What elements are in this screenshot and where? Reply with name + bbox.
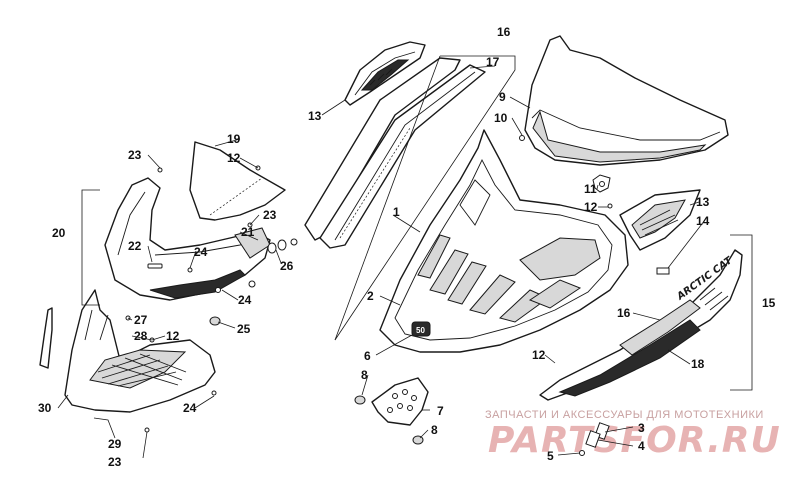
hood-badge-text: 50	[416, 326, 425, 335]
callout-25: 25	[237, 322, 251, 336]
callout-17: 17	[486, 55, 500, 69]
part-9-windshield	[519, 35, 729, 166]
callout-26: 26	[280, 259, 294, 273]
part-16-17-trim-strips	[304, 57, 486, 249]
part-26-hardware	[267, 238, 298, 254]
callout-3: 3	[638, 421, 645, 435]
part-29-lower-nose	[64, 289, 217, 433]
part-13-lower-vent	[619, 189, 701, 251]
callout-13a: 13	[308, 109, 322, 123]
callout-16a: 16	[497, 25, 511, 39]
callout-11: 11	[584, 182, 597, 196]
callout-21: 21	[241, 225, 255, 239]
callout-24c: 24	[183, 401, 197, 415]
callout-29: 29	[108, 437, 122, 451]
callout-19: 19	[227, 132, 241, 146]
part-19-shield	[189, 141, 286, 221]
callout-16b: 16	[617, 306, 631, 320]
callout-8b: 8	[431, 423, 438, 437]
callout-13b: 13	[696, 195, 710, 209]
part-25-hardware	[209, 280, 256, 326]
callouts: 1 2 3 4 5 6 7 8 8 9 10 11 12 12 12 12 13…	[38, 25, 776, 469]
callout-6: 6	[364, 349, 371, 363]
callout-22: 22	[128, 239, 142, 253]
callout-18: 18	[691, 357, 705, 371]
callout-30: 30	[38, 401, 52, 415]
callout-10: 10	[494, 111, 508, 125]
part-14-clip	[656, 267, 670, 275]
callout-2: 2	[367, 289, 374, 303]
part-7-skid-plate	[371, 377, 429, 426]
callout-28: 28	[134, 329, 148, 343]
callout-12b: 12	[584, 200, 598, 214]
part-13-upper-vent	[344, 41, 426, 106]
callout-27: 27	[134, 313, 148, 327]
callout-24a: 24	[194, 245, 208, 259]
callout-4: 4	[638, 439, 645, 453]
group-brackets	[81, 55, 753, 391]
callout-12c: 12	[532, 348, 546, 362]
part-3-4-5-hardware	[579, 422, 610, 456]
callout-14: 14	[696, 214, 710, 228]
callout-7: 7	[437, 404, 444, 418]
watermark-tagline: ЗАПЧАСТИ И АКСЕССУАРЫ ДЛЯ МОТОТЕХНИКИ	[485, 409, 764, 421]
callout-9: 9	[499, 90, 506, 104]
callout-5: 5	[547, 449, 554, 463]
part-30-strip	[39, 307, 53, 369]
leader-lines	[57, 65, 706, 459]
callout-8a: 8	[361, 368, 368, 382]
callout-23a: 23	[128, 148, 142, 162]
watermark: ЗАПЧАСТИ И АКСЕССУАРЫ ДЛЯ МОТОТЕХНИКИ PA…	[485, 409, 781, 461]
part-1-2-hood: 50	[379, 129, 629, 353]
callout-23c: 23	[108, 455, 122, 469]
callout-12d: 12	[166, 329, 180, 343]
callout-24b: 24	[238, 293, 252, 307]
callout-15: 15	[762, 296, 776, 310]
watermark-logo: PARTSFOR.RU	[488, 420, 781, 461]
callout-20: 20	[52, 226, 66, 240]
hood-badge	[411, 321, 431, 337]
callout-12a: 12	[227, 151, 241, 165]
part-20-upper-nose	[104, 167, 271, 301]
callout-23b: 23	[263, 208, 277, 222]
callout-1: 1	[393, 205, 400, 219]
